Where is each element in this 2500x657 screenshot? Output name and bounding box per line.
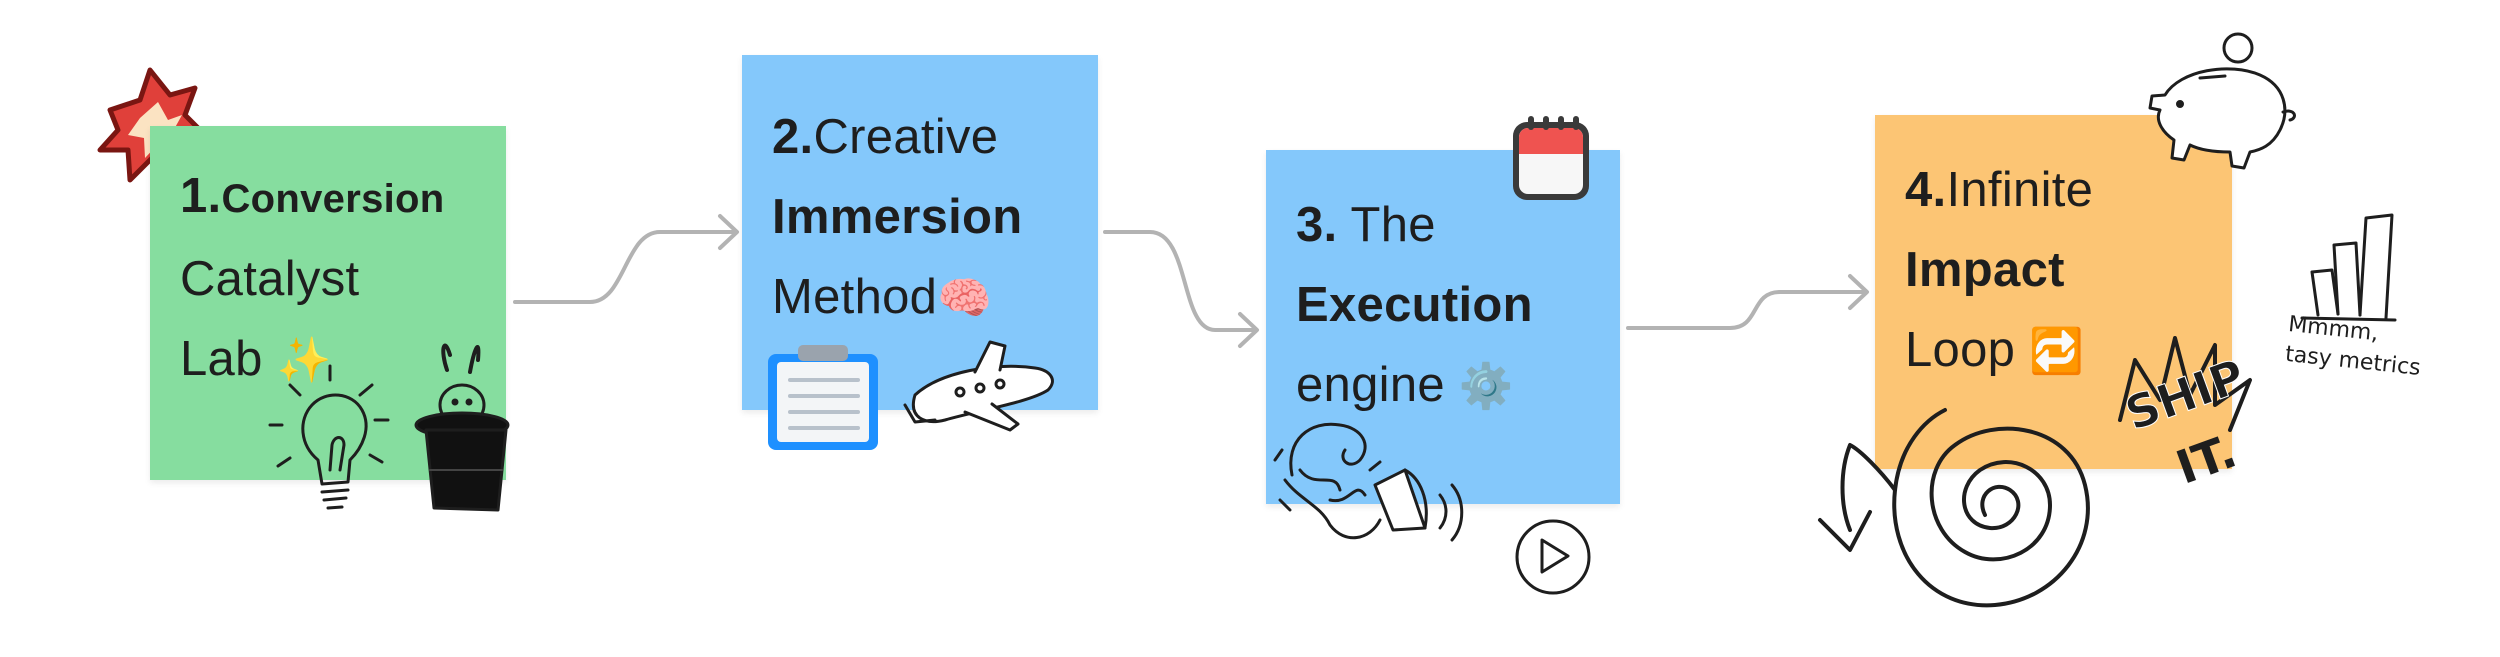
svg-text:IT.: IT.	[2169, 424, 2243, 495]
step-4-title-line-1: Infinite	[1946, 163, 2094, 217]
connector-1-to-2-arrowhead	[718, 214, 739, 250]
step-1-title-line-3: Lab	[180, 332, 263, 386]
step-3-title-line-2: Execution	[1296, 278, 1533, 332]
sparkles-icon: ✨	[276, 335, 332, 386]
ship-it-burst-icon	[2118, 336, 2252, 432]
step-2-title-line-3: Method	[772, 270, 938, 324]
connector-2-to-3	[1103, 230, 1257, 332]
step-2-number: 2.	[772, 110, 814, 164]
repeat-icon: 🔁	[2029, 326, 2085, 377]
step-4-number: 4.	[1905, 163, 1947, 217]
clipboard-icon	[768, 345, 878, 450]
spiral-icon	[1818, 408, 2090, 608]
step-2-title-line-2: Immersion	[772, 190, 1023, 244]
step-4-sticky-note[interactable]: 4.Infinite Impact Loop 🔁	[1875, 115, 2232, 469]
megaphone-icon	[1373, 468, 1464, 542]
connector-1-to-2	[513, 230, 737, 304]
step-4-title-line-3: Loop	[1905, 323, 2016, 377]
step-1-title-line-2: Catalyst	[180, 252, 360, 306]
step-1-number: 1.	[180, 169, 222, 223]
step-3-sticky-note[interactable]: 3. The Execution engine ⚙️	[1266, 150, 1620, 504]
play-icon	[1515, 519, 1591, 595]
step-3-title-line-3: engine	[1296, 358, 1445, 412]
piggy-bank-icon	[2148, 32, 2296, 170]
calendar-icon	[1513, 116, 1589, 200]
step-1-title-line-1: Conversion	[221, 177, 445, 221]
gear-icon: ⚙️	[1458, 361, 1514, 412]
connector-2-to-3-arrowhead	[1238, 312, 1259, 348]
step-2-title-line-1: Creative	[813, 110, 999, 164]
wave-icon	[1273, 422, 1382, 540]
step-3-title-line-1: The	[1350, 198, 1436, 252]
lightbulb-icon	[268, 364, 390, 510]
step-4-title-line-2: Impact	[1905, 243, 2065, 297]
connector-3-to-4	[1626, 290, 1867, 330]
step-3-number: 3.	[1296, 198, 1338, 252]
airplane-icon	[903, 340, 1054, 432]
bar-chart-icon	[2300, 213, 2397, 322]
connector-3-to-4-arrowhead	[1848, 274, 1869, 310]
magic-hat-rabbit-icon	[414, 343, 510, 512]
brain-icon: 🧠	[937, 273, 993, 324]
